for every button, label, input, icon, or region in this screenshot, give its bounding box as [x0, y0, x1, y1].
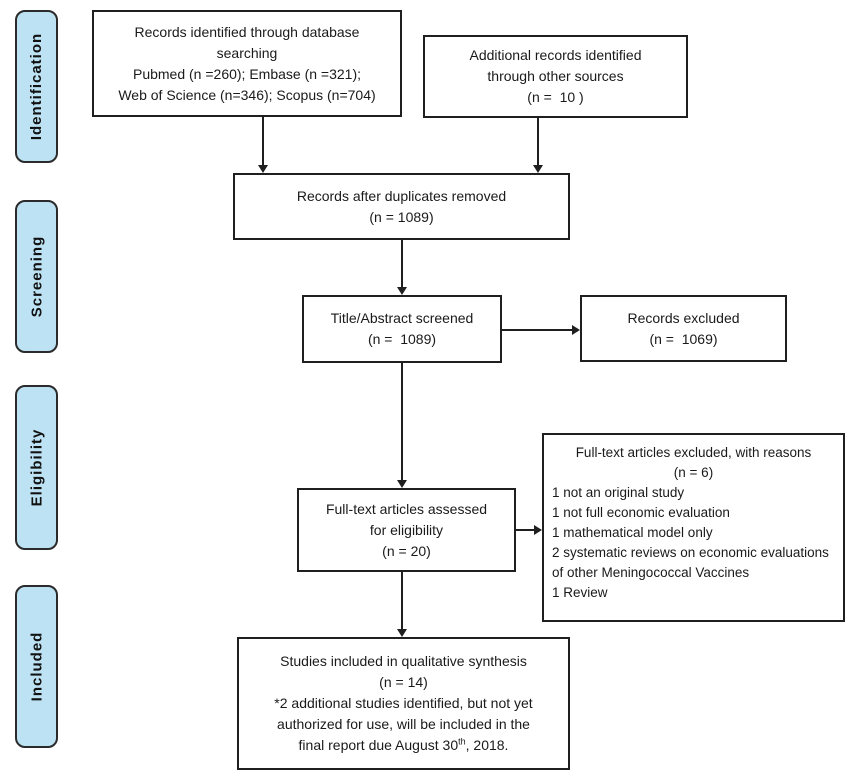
- exclusion-reason: 1 Review: [552, 585, 608, 600]
- box-text-line: Additional records identified: [469, 47, 642, 63]
- box-text-line: Records after duplicates removed: [296, 187, 507, 204]
- box-text-line: Web of Science (n=346); Scopus (n=704): [118, 86, 376, 103]
- box-text-line: Records excluded: [627, 309, 740, 326]
- box-text-line: (n = 1089): [367, 331, 437, 347]
- arrow-fulltext-to-included: [397, 572, 407, 637]
- box-fulltext-excluded: Full-text articles excluded, with reason…: [542, 433, 845, 622]
- arrow-down-head: [397, 629, 407, 637]
- arrow-right-head: [534, 525, 542, 535]
- arrow-fulltext-to-exclusion-reasons: [516, 525, 542, 535]
- box-text-line: for eligibility: [369, 521, 444, 538]
- stage-label: Included: [28, 631, 46, 702]
- stage-label: Eligibility: [28, 428, 45, 507]
- arrow-shaft: [401, 363, 403, 481]
- arrow-down-head: [397, 480, 407, 488]
- stage-included: Included: [15, 585, 58, 748]
- stage-screening: Screening: [15, 200, 58, 353]
- arrow-shaft: [401, 572, 403, 630]
- box-text-line: (n = 1069): [649, 330, 718, 347]
- box-other-sources: Additional records identified through ot…: [423, 35, 688, 118]
- box-text-line: (n = 6): [673, 465, 714, 480]
- box-text-line: (n = 10 ): [527, 89, 584, 105]
- box-included-synthesis: Studies included in qualitative synthesi…: [237, 637, 570, 770]
- box-text-line: *2 additional studies identified, but no…: [274, 695, 533, 711]
- box-text-line: (n = 1089): [369, 208, 434, 225]
- arrow-screening-to-records-excluded: [502, 325, 580, 335]
- final-line-suffix: , 2018.: [465, 737, 509, 753]
- box-title-abstract-screened: Title/Abstract screened (n = 1089): [302, 295, 502, 363]
- arrow-duplicates-to-screening: [397, 240, 407, 295]
- arrow-right-head: [572, 325, 580, 335]
- exclusion-reason: 1 not an original study: [552, 485, 685, 500]
- box-text-line: Title/Abstract screened: [330, 310, 474, 326]
- arrow-shaft: [516, 529, 535, 531]
- final-line-prefix: final report due August 30: [298, 737, 459, 753]
- box-text-line: Full-text articles assessed: [325, 500, 488, 517]
- box-text-line: Studies included in qualitative synthesi…: [280, 653, 527, 669]
- box-text-line: (n = 20): [382, 542, 431, 559]
- box-text-line: authorized for use, will be included in …: [277, 716, 530, 732]
- stage-identification: Identification: [15, 10, 58, 163]
- box-database-search: Records identified through database sear…: [92, 10, 402, 117]
- arrow-down-head: [258, 165, 268, 173]
- arrow-down-head: [533, 165, 543, 173]
- arrow-screening-to-fulltext: [397, 363, 407, 488]
- exclusion-reason: 1 not full economic evaluation: [552, 505, 730, 520]
- final-line-superscript: th: [458, 736, 466, 747]
- arrow-down-head: [397, 287, 407, 295]
- arrow-sources-to-duplicates: [533, 118, 543, 173]
- arrow-shaft: [502, 329, 573, 331]
- box-duplicates-removed: Records after duplicates removed (n = 10…: [233, 173, 570, 240]
- box-text-line: Pubmed (n =260); Embase (n =321);: [132, 65, 362, 82]
- box-fulltext-assessed: Full-text articles assessed for eligibil…: [297, 488, 516, 572]
- stage-label: Screening: [28, 235, 45, 318]
- box-text-line: through other sources: [487, 68, 624, 84]
- arrow-shaft: [401, 240, 403, 288]
- box-text-line: Records identified through database: [134, 23, 360, 40]
- arrow-shaft: [537, 118, 539, 166]
- arrow-shaft: [262, 117, 264, 166]
- exclusion-reason: 1 mathematical model only: [552, 525, 713, 540]
- box-text-line: final report due August 30th, 2018.: [247, 735, 560, 756]
- stage-label: Identification: [28, 32, 45, 141]
- exclusion-reason: 2 systematic reviews on economic evaluat…: [552, 545, 833, 580]
- box-text-line: (n = 14): [379, 674, 428, 690]
- box-text-line: searching: [216, 44, 278, 61]
- box-records-excluded: Records excluded (n = 1069): [580, 295, 787, 362]
- box-text-line: Full-text articles excluded, with reason…: [575, 445, 812, 460]
- stage-eligibility: Eligibility: [15, 385, 58, 550]
- arrow-database-to-duplicates: [258, 117, 268, 173]
